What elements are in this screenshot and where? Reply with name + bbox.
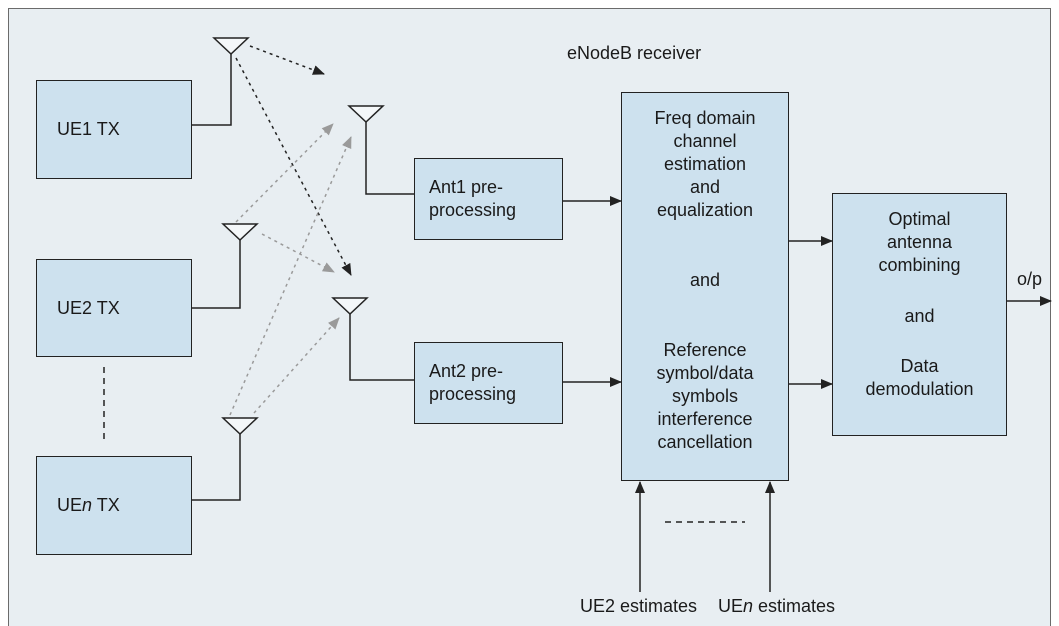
- output-label: o/p: [1017, 269, 1043, 289]
- ue2-to-rx1-path: [235, 123, 334, 223]
- ue1-feed-line: [191, 52, 232, 126]
- ant1-preprocessing-line2: processing: [429, 200, 517, 220]
- ant2-preprocessing-block: Ant2 pre- processing: [414, 342, 563, 424]
- ant1-preprocessing-block: Ant1 pre- processing: [414, 158, 563, 240]
- channel-estimation-block: Freq domain channel estimation and equal…: [621, 92, 789, 481]
- ant1-feed-line: [365, 120, 414, 195]
- combining-top-text: Optimal antenna combining: [878, 209, 961, 275]
- estimation-bottom-text: Reference symbol/data symbols interferen…: [656, 340, 754, 452]
- ue2-antenna-icon: [221, 223, 259, 242]
- ue1-antenna-icon: [212, 37, 250, 56]
- uen-tx-block: UEn TX: [36, 456, 192, 555]
- ue2-to-rx2-path: [261, 233, 335, 273]
- uen-estimates-label: UEn estimates: [718, 596, 836, 616]
- ue2-tx-label: UE2 TX: [57, 297, 120, 318]
- ue2-feed-line: [191, 238, 241, 309]
- rx-antenna-2-icon: [331, 297, 369, 316]
- ant1-preprocessing-line1: Ant1 pre-: [429, 177, 504, 197]
- ue1-to-rx1-path: [249, 45, 325, 75]
- ant2-feed-line: [349, 312, 414, 381]
- combining-and-label: and: [904, 305, 935, 326]
- combining-block: Optimal antenna combining and Data demod…: [832, 193, 1007, 436]
- ue1-to-rx2-path: [235, 57, 352, 276]
- diagram-title: eNodeB receiver: [567, 43, 702, 63]
- ant2-preprocessing-line1: Ant2 pre-: [429, 361, 504, 381]
- uen-tx-label: UEn TX: [57, 495, 120, 515]
- rx-antenna-1-icon: [347, 105, 385, 124]
- ue1-tx-block: UE1 TX: [36, 80, 192, 179]
- combining-bottom-text: Data demodulation: [865, 356, 974, 399]
- ant2-preprocessing-line2: processing: [429, 384, 517, 404]
- ue2-estimates-label: UE2 estimates: [580, 596, 698, 616]
- estimation-top-text: Freq domain channel estimation and equal…: [654, 108, 756, 220]
- uen-to-rx2-path: [253, 317, 340, 414]
- estimation-and-label: and: [689, 270, 721, 290]
- ue2-tx-block: UE2 TX: [36, 259, 192, 357]
- uen-antenna-icon: [221, 417, 259, 436]
- ue1-tx-label: UE1 TX: [57, 119, 120, 139]
- uen-feed-line: [191, 432, 241, 501]
- uen-to-rx1-path: [229, 136, 352, 416]
